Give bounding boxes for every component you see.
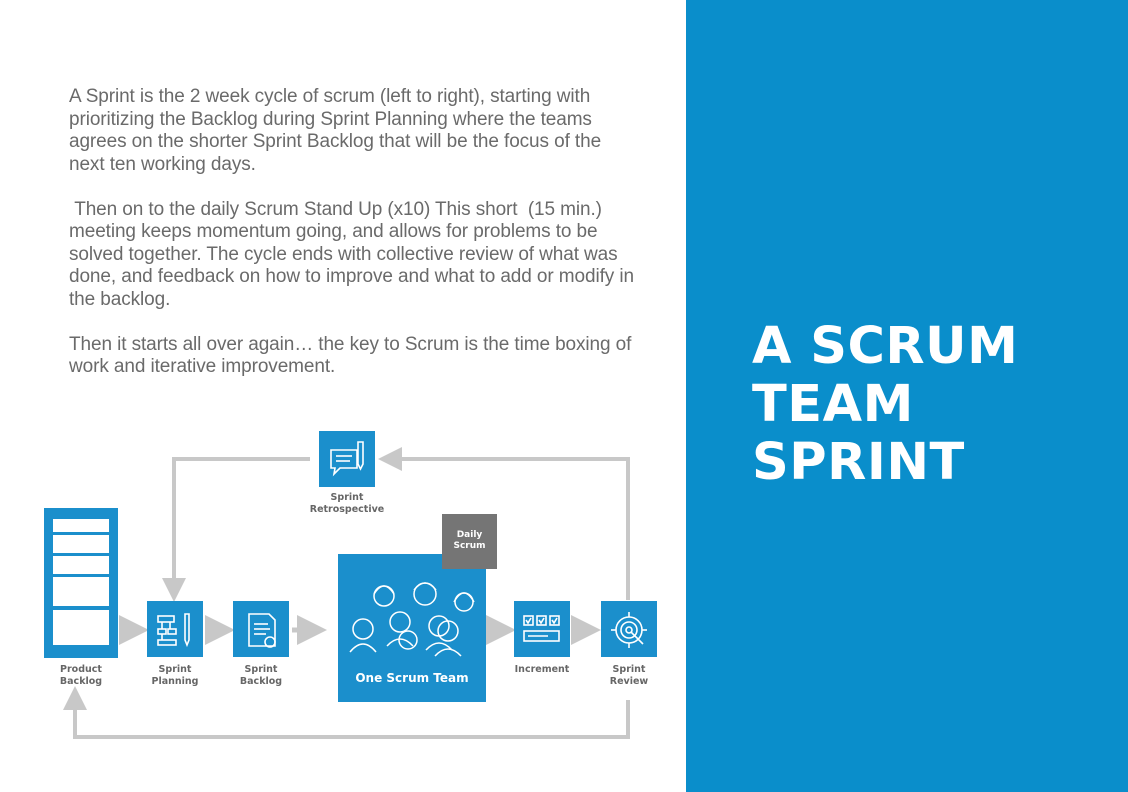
daily-scrum-label: Daily Scrum [453, 529, 486, 551]
sprint-retrospective-node [319, 431, 375, 487]
title-line-2: TEAM [752, 375, 914, 434]
checklist-icon [523, 615, 560, 642]
daily-scrum-box: Daily Scrum [442, 514, 497, 569]
sprint-review-label: Sprint Review [609, 664, 649, 687]
document-icon [248, 613, 276, 648]
scrum-team-label: One Scrum Team [355, 671, 469, 685]
slide-title: A SCRUM TEAM SPRINT [752, 318, 1112, 492]
team-faces-icon [349, 582, 475, 657]
sprint-review-node [601, 601, 657, 657]
body-text: A Sprint is the 2 week cycle of scrum (l… [69, 86, 639, 401]
paragraph-1: A Sprint is the 2 week cycle of scrum (l… [69, 86, 602, 175]
scrum-sprint-diagram: Product Backlog Sprint Planning Sprint B… [40, 426, 660, 746]
chat-icon [330, 441, 364, 477]
planning-icon [157, 613, 190, 648]
paragraph-2: Then on to the daily Scrum Stand Up (x10… [69, 198, 640, 310]
sprint-backlog-node [233, 601, 289, 657]
title-panel: A SCRUM TEAM SPRINT [686, 0, 1128, 792]
paragraph-3: Then it starts all over again… the key t… [69, 333, 632, 378]
sprint-planning-label: Sprint Planning [151, 664, 199, 687]
sprint-planning-node [147, 601, 203, 657]
target-icon [611, 612, 647, 648]
review-to-backlog-arrow [63, 686, 630, 739]
left-panel: A Sprint is the 2 week cycle of scrum (l… [40, 86, 660, 746]
retrospective-to-planning-arrow [162, 457, 310, 602]
product-backlog-label: Product Backlog [59, 664, 103, 687]
sprint-retrospective-label: Sprint Retrospective [309, 492, 385, 515]
increment-node [514, 601, 570, 657]
review-to-retrospective-arrow [378, 447, 630, 600]
product-backlog-node [44, 508, 118, 658]
title-line-3: SPRINT [752, 433, 965, 492]
sprint-backlog-label: Sprint Backlog [239, 664, 283, 687]
increment-label: Increment [514, 664, 570, 675]
title-line-1: A SCRUM [752, 317, 1019, 376]
diagram-graphics [44, 431, 657, 739]
scrum-team-node [338, 554, 486, 702]
